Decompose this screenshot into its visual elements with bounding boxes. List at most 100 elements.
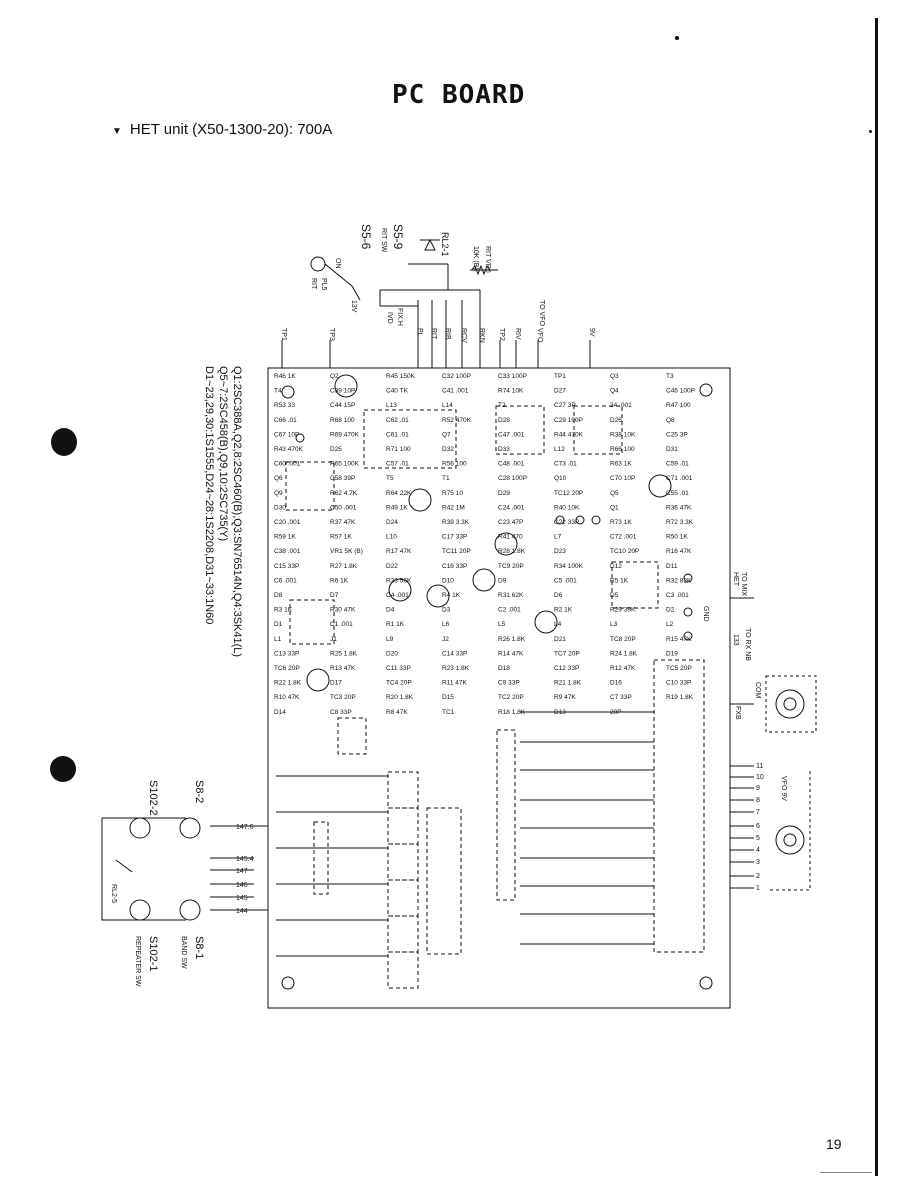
component-label: R72 3.3K [666,519,694,526]
l9-outline [426,807,462,955]
band-frequency-label: 145 [236,895,248,902]
component-label: 20P [610,709,622,716]
top-line-label: TP3 [328,328,335,341]
s5-6-label: S5-6 [359,224,373,250]
component-label: R62 4.7K [330,490,358,497]
component-label: R5 1K [610,577,629,584]
component-label: TC3 20P [330,694,356,701]
connector-pin-label: 3 [756,859,760,866]
component-label: R73 1K [610,519,632,526]
het-label: HET [732,572,739,587]
component-label: L5 [498,621,506,628]
component-label: D8 [274,592,283,599]
s5-9-label: S5-9 [391,224,405,250]
left-switch-labels: S102-2 S8-2 S102-1 REPEATER SW S8-1 BAND… [110,780,205,987]
l4-outline [387,843,419,881]
band-frequency-label: 145.4 [236,856,254,863]
component-label: R3 1K [274,607,293,614]
component-label: L12 [554,446,565,453]
component-label: Q3 [610,373,619,380]
component-label: R64 22K [386,490,412,497]
component-label: C7 33P [610,694,632,701]
fxb-label: FXB [734,706,741,720]
component-label: TP1 [554,373,566,380]
component-label: T4 [274,388,282,395]
page-title: PC BOARD [392,80,526,110]
component-label: R66 100 [610,446,635,453]
top-line-label: PL [416,328,423,337]
l3-outline [387,879,419,917]
component-label: R38 10K [610,431,636,438]
connector-pin-label: 1 [756,885,760,892]
component-label: D5 [610,592,619,599]
connector-pin-label: 9 [756,785,760,792]
component-label: C24 .001 [498,504,525,511]
footer-line [820,1172,872,1173]
connector-pin-label: 6 [756,823,760,830]
component-label: R10 47K [274,694,300,701]
s102-2-label: S102-2 [147,780,159,815]
component-label: R11 47K [442,680,467,687]
component-label: R28 1.8K [498,548,526,555]
component-label: C66 .01 [274,417,297,424]
right-wires [730,597,817,891]
component-label: R26 1.8K [498,636,526,643]
component-label: R18 1.8K [498,709,526,716]
component-label: C59 .01 [666,461,689,468]
component-label: Q4 [610,388,619,395]
nb-label: 133 [732,634,739,646]
top-line-label: RKN [478,328,485,343]
board-outline [267,367,731,1009]
component-label: C29 100P [554,417,583,424]
component-label: C57 .01 [386,461,409,468]
component-label: C28 100P [498,475,527,482]
right-labels: TO MIX HET GND TO RX NB 133 COM FXB VFO … [702,572,787,801]
component-label: R36 47K [666,504,692,511]
t3-outline [495,405,545,455]
ivd-label: IVD [386,312,393,324]
component-label: R52 470K [442,417,472,424]
component-label: C12 33P [554,665,579,672]
component-label: R6 1K [330,577,349,584]
s8-2-label: S8-2 [193,780,205,803]
top-line-label: 9V [588,328,595,337]
component-label: C15 33P [274,563,299,570]
rit-vr6-label: RIT VR6 [484,246,491,273]
to-vfo-label: TO VFO [538,300,545,326]
component-label: D13 [554,709,566,716]
component-label: R68 100 [330,417,355,424]
component-label: R25 1.8K [330,650,358,657]
right-bank-outline [653,659,705,953]
component-label: C32 100P [442,373,471,380]
component-label: C61 .01 [386,431,409,438]
fixh-label: FIX.H [396,308,403,326]
component-label: R21 1.8K [554,680,582,687]
component-label: R39 3.3K [442,519,470,526]
component-label: R12 47K [610,665,636,672]
component-label: R37 47K [330,519,356,526]
component-label: R56 100 [442,461,467,468]
component-label: R41 470 [498,534,523,541]
component-label: R27 1.8K [330,563,358,570]
band-frequency-label: 146 [236,882,248,889]
note-3: D1~23,29,30:1S1555,D24~28:1S2208,D31~33:… [203,366,215,624]
component-label: C44 15P [330,402,355,409]
top-line-label: TP1 [280,328,287,341]
component-label: C70 10P [610,475,635,482]
l7-outline [337,717,367,755]
to-rx-nb-label: TO RX NB [744,628,751,661]
speck [675,36,679,40]
page-number: 19 [826,1136,842,1152]
mount-hole [281,976,295,990]
component-label: T2 [498,402,506,409]
component-label: D21 [554,636,566,643]
unit-label: HET unit (X50-1300-20): 700A [129,121,333,138]
component-label: VR1 5K (B) [330,548,363,555]
component-label: C71 .001 [666,475,693,482]
component-label: C46 100P [666,388,695,395]
to-mix-label: TO MIX [740,572,747,596]
component-label: D33 [498,446,510,453]
component-label: L13 [386,402,397,409]
